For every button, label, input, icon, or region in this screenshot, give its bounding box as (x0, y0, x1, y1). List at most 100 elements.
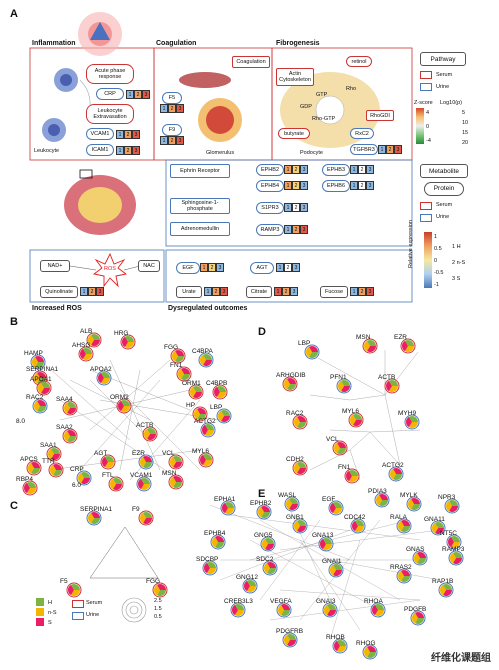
node-arhgdib-ring (282, 376, 298, 392)
d-node-label: ACTB (378, 374, 396, 381)
node-pdgfrb-ring (282, 632, 298, 648)
protein-crp: CRP (96, 88, 124, 100)
node-lbp-ring (216, 408, 232, 424)
legend-s: S (48, 620, 52, 626)
e-node-label: RHOA (364, 598, 383, 605)
protein-agt: AGT (250, 262, 274, 274)
legend-c-urine: Urine (86, 612, 100, 618)
node-rhog-ring (362, 644, 378, 660)
protein-f9: F9 (162, 124, 182, 136)
e-node-label: GNA11 (424, 516, 445, 523)
d-node-label: MYL6 (342, 408, 359, 415)
node-serpina1-ring (86, 510, 102, 526)
legend-zscore: Z-score (414, 100, 433, 106)
node-msn-ring (168, 474, 184, 490)
node-msn-ring (362, 338, 378, 354)
e-node-label: GNAS (406, 546, 425, 553)
b-node-label: ACTB (136, 422, 154, 429)
e-node-label: GNG5 (254, 532, 273, 539)
node-cdh2-ring (292, 460, 308, 476)
node-apoa1-ring (36, 380, 52, 396)
d-node-label: VCL (326, 436, 339, 443)
b-node-label: ORM2 (110, 394, 129, 401)
d-node-label: CDH2 (286, 456, 304, 463)
b-node-label: EZR (132, 450, 145, 457)
legend-ns-swatch (36, 608, 44, 616)
size-0: 2.5 (154, 598, 162, 604)
protein-ephb4: EPHB4 (256, 180, 284, 192)
z-tick-1: 0 (426, 124, 430, 130)
b-node-label: FTL (102, 472, 114, 479)
b-node-label: SAA2 (56, 424, 73, 431)
node-cdc42-ring (350, 518, 366, 534)
d-node-label: ACTG2 (382, 462, 404, 469)
c-node-label: SERPINA1 (80, 506, 113, 513)
node-f9-ring (138, 510, 154, 526)
panel-letter-c: C (10, 500, 18, 512)
b-node-label: FN1 (170, 362, 183, 369)
node-saa2-ring (62, 428, 78, 444)
gtp-label: GTP (316, 92, 328, 98)
protein-ephb6: EPHB6 (322, 180, 350, 192)
node-fgg-ring (152, 582, 168, 598)
e-node-label: RHOB (326, 634, 345, 641)
d-node-label: EZR (394, 334, 407, 341)
group-s: 3 S (452, 276, 461, 282)
metabolite-fucose: Fucose (320, 286, 348, 298)
node-vcl-ring (332, 440, 348, 456)
z-tick-2: -4 (426, 138, 431, 144)
panel-letter-d: D (258, 326, 266, 338)
panel-letter-a: A (10, 8, 18, 20)
node-mylk-ring (406, 496, 422, 512)
ros-label: ROS (104, 266, 116, 272)
b-node-label: ORM1 (182, 380, 201, 387)
rho-gtp-label: Rho-GTP (312, 116, 336, 122)
node-rhob-ring (332, 638, 348, 654)
panel-letter-b: B (10, 316, 18, 328)
protein-f5: F5 (162, 92, 182, 104)
protein-egf: EGF (176, 262, 200, 274)
pathway-coagulation: Coagulation (232, 56, 270, 68)
rel-expr-bar (424, 232, 432, 288)
e-node-label: RALA (390, 514, 407, 521)
p-tick-0: 5 (462, 110, 466, 116)
b-node-label: RAC2 (26, 394, 44, 401)
legend-serum-swatch (420, 71, 432, 79)
legend-serum2-swatch (420, 202, 432, 210)
node-sdcbp-ring (202, 560, 218, 576)
glomerulus-label: Glomerulus (206, 150, 235, 156)
legend-s-swatch (36, 618, 44, 626)
b-node-label: 8.0 (16, 418, 26, 425)
node-pdgfb-ring (410, 610, 426, 626)
node-gnas-ring (412, 550, 428, 566)
d-node-label: ARHGDIB (276, 372, 306, 379)
re-tick-3: -0.5 (434, 270, 444, 276)
b-node-label: TTR (42, 458, 55, 465)
node-ephb2-ring (256, 504, 272, 520)
legend-c-serum-swatch (72, 600, 84, 608)
protein-rxc2: RxC2 (350, 128, 374, 139)
legend-urine: Urine (436, 84, 450, 90)
gdp-label: GDP (300, 104, 312, 110)
legend-pathway: Pathway (420, 52, 466, 66)
c-node-label: F5 (60, 578, 68, 585)
node-hp-ring (192, 406, 208, 422)
d-node-label: RAC2 (286, 410, 304, 417)
b-node-label: AGT (94, 450, 108, 457)
node-vegfa-ring (276, 602, 292, 618)
node-sdc2-ring (262, 560, 278, 576)
b-node-label: FGG (164, 344, 179, 351)
section-fibrogenesis: Fibrogenesis (276, 40, 320, 47)
e-node-label: RAMP3 (442, 546, 465, 553)
node-saa1-ring (46, 446, 62, 462)
b-node-label: VCL (162, 450, 175, 457)
metabolite-butyrate: butyrate (278, 128, 310, 139)
